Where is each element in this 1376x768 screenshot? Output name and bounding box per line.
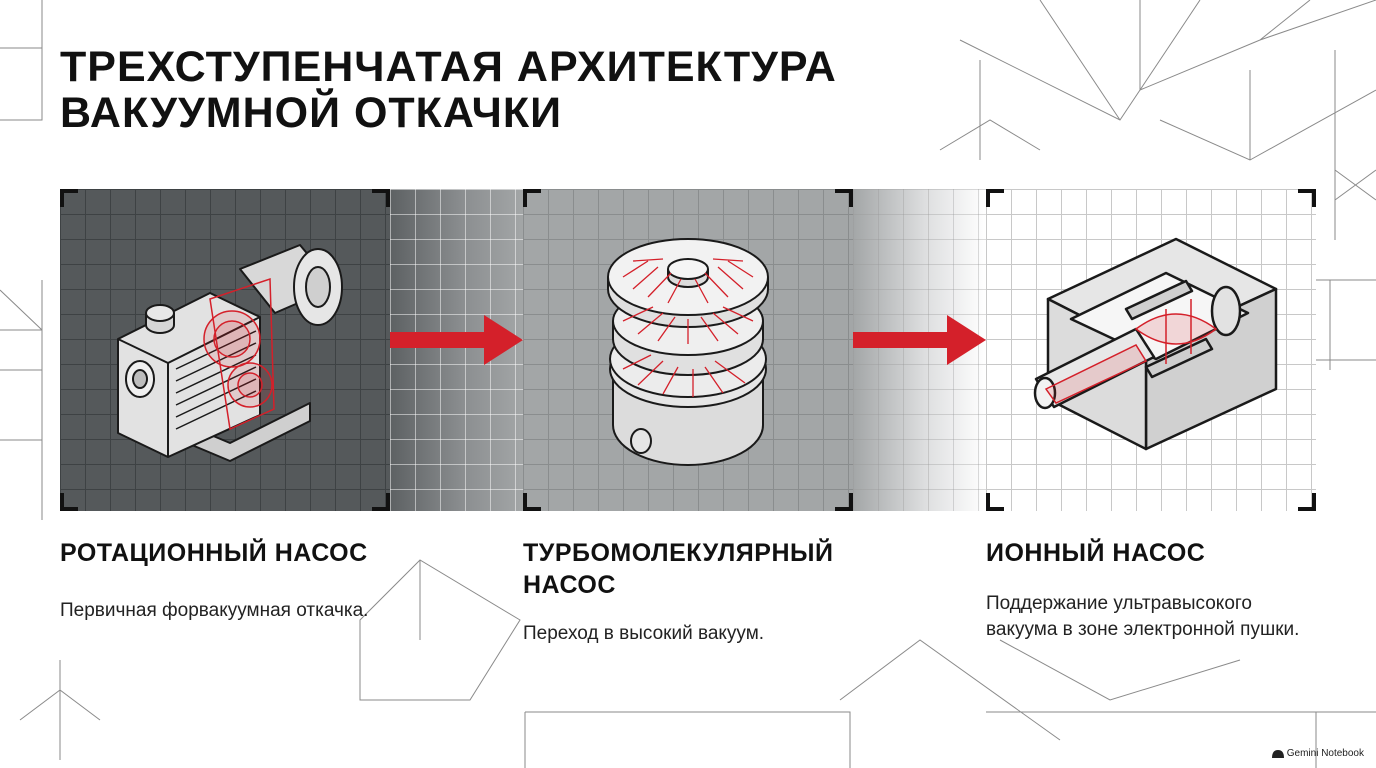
ion-pump-illustration bbox=[1033, 237, 1278, 451]
arrow-right-icon bbox=[390, 315, 523, 365]
notebook-logo-icon bbox=[1271, 749, 1284, 758]
frame-corner bbox=[523, 493, 541, 511]
ion-pump-panel bbox=[986, 189, 1316, 511]
stage-3-title: ИОННЫЙ НАСОС bbox=[986, 539, 1206, 567]
stage-3-description: Поддержание ультравысокого вакуума в зон… bbox=[986, 593, 1300, 640]
stage-1-title: РОТАЦИОННЫЙ НАСОС bbox=[60, 539, 368, 567]
frame-corner bbox=[372, 493, 390, 511]
page-title: ТРЕХСТУПЕНЧАТАЯ АРХИТЕКТУРА ВАКУУМНОЙ ОТ… bbox=[60, 44, 837, 136]
turbomolecular-pump-illustration bbox=[607, 238, 769, 466]
frame-corner bbox=[60, 189, 78, 207]
frame-corner bbox=[1298, 189, 1316, 207]
frame-corner bbox=[835, 189, 853, 207]
stage-1-description: Первичная форвакуумная откачка. bbox=[60, 600, 369, 621]
stage-2-description: Переход в высокий вакуум. bbox=[523, 623, 765, 644]
watermark-text: Gemini Notebook bbox=[1286, 748, 1364, 759]
frame-corner bbox=[372, 189, 390, 207]
watermark: Gemini Notebook bbox=[1271, 748, 1364, 759]
arrow-right-icon bbox=[853, 315, 986, 365]
page-title-line-1: ТРЕХСТУПЕНЧАТАЯ АРХИТЕКТУРА bbox=[60, 43, 837, 91]
stage-connector-1 bbox=[390, 189, 523, 511]
frame-corner bbox=[835, 493, 853, 511]
page-title-line-2: ВАКУУМНОЙ ОТКАЧКИ bbox=[60, 89, 563, 137]
stage-2-title-text: ТУРБОМОЛЕКУЛЯРНЫЙ НАСОС bbox=[523, 539, 834, 599]
frame-corner bbox=[1298, 493, 1316, 511]
stage-2-title: ТУРБОМОЛЕКУЛЯРНЫЙ НАСОС bbox=[523, 537, 923, 601]
frame-corner bbox=[986, 493, 1004, 511]
stage-connector-2 bbox=[853, 189, 986, 511]
rotary-pump-illustration bbox=[117, 244, 343, 462]
frame-corner bbox=[60, 493, 78, 511]
rotary-pump-panel bbox=[60, 189, 390, 511]
frame-corner bbox=[986, 189, 1004, 207]
turbomolecular-pump-panel bbox=[523, 189, 853, 511]
frame-corner bbox=[523, 189, 541, 207]
